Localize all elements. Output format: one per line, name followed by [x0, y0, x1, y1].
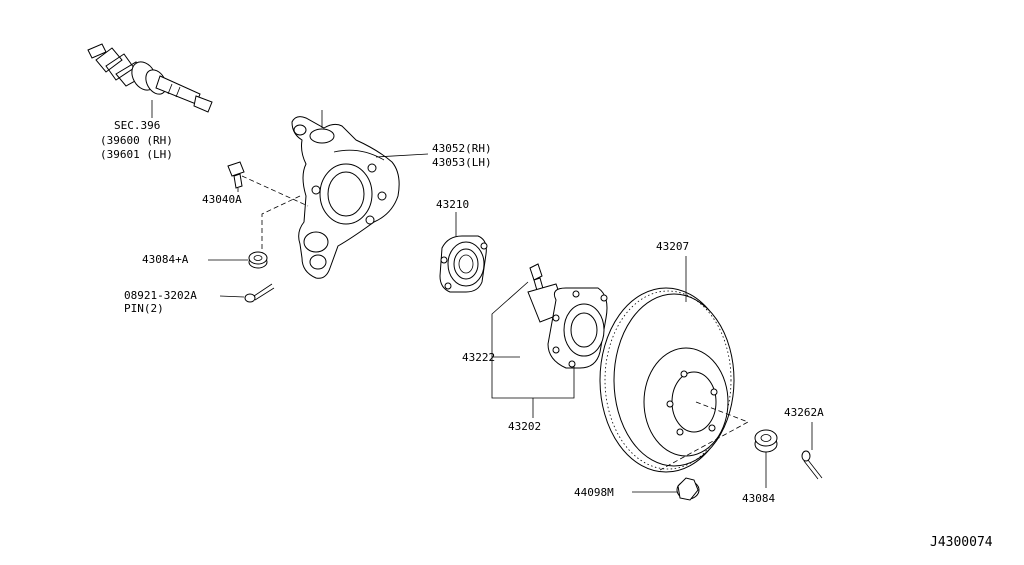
- drive-shaft-part: [87, 43, 213, 118]
- label-39601: (39601 (LH): [100, 148, 173, 161]
- label-43202: 43202: [508, 420, 541, 433]
- label-43052: 43052(RH): [432, 142, 492, 155]
- bearing-43210-part: [439, 212, 488, 293]
- steering-knuckle-part: [291, 110, 429, 279]
- nut-43084a-part: [208, 251, 268, 269]
- brake-disc-43207-part: [599, 256, 735, 473]
- label-43084a: 43084+A: [142, 253, 189, 266]
- label-43084: 43084: [742, 492, 775, 505]
- hub-43202-part: [527, 263, 608, 369]
- label-08921: 08921-3202A: [124, 289, 197, 302]
- cotter-pin-part: [219, 283, 275, 303]
- label-43040a: 43040A: [202, 193, 242, 206]
- bolt-44098m-part: [632, 477, 700, 501]
- label-43210: 43210: [436, 198, 469, 211]
- bolt-43040a-part: [227, 161, 309, 207]
- label-43262a: 43262A: [784, 406, 824, 419]
- label-43053: 43053(LH): [432, 156, 492, 169]
- label-sec-396: SEC.396: [114, 119, 160, 132]
- diagram-id: J4300074: [930, 535, 993, 550]
- label-43222: 43222: [462, 351, 495, 364]
- cotter-pin-43262a-part: [801, 422, 823, 480]
- label-pin2: PIN(2): [124, 302, 164, 315]
- label-43207: 43207: [656, 240, 689, 253]
- label-44098m: 44098M: [574, 486, 614, 499]
- label-39600: (39600 (RH): [100, 134, 173, 147]
- nut-43084-part: [754, 429, 778, 488]
